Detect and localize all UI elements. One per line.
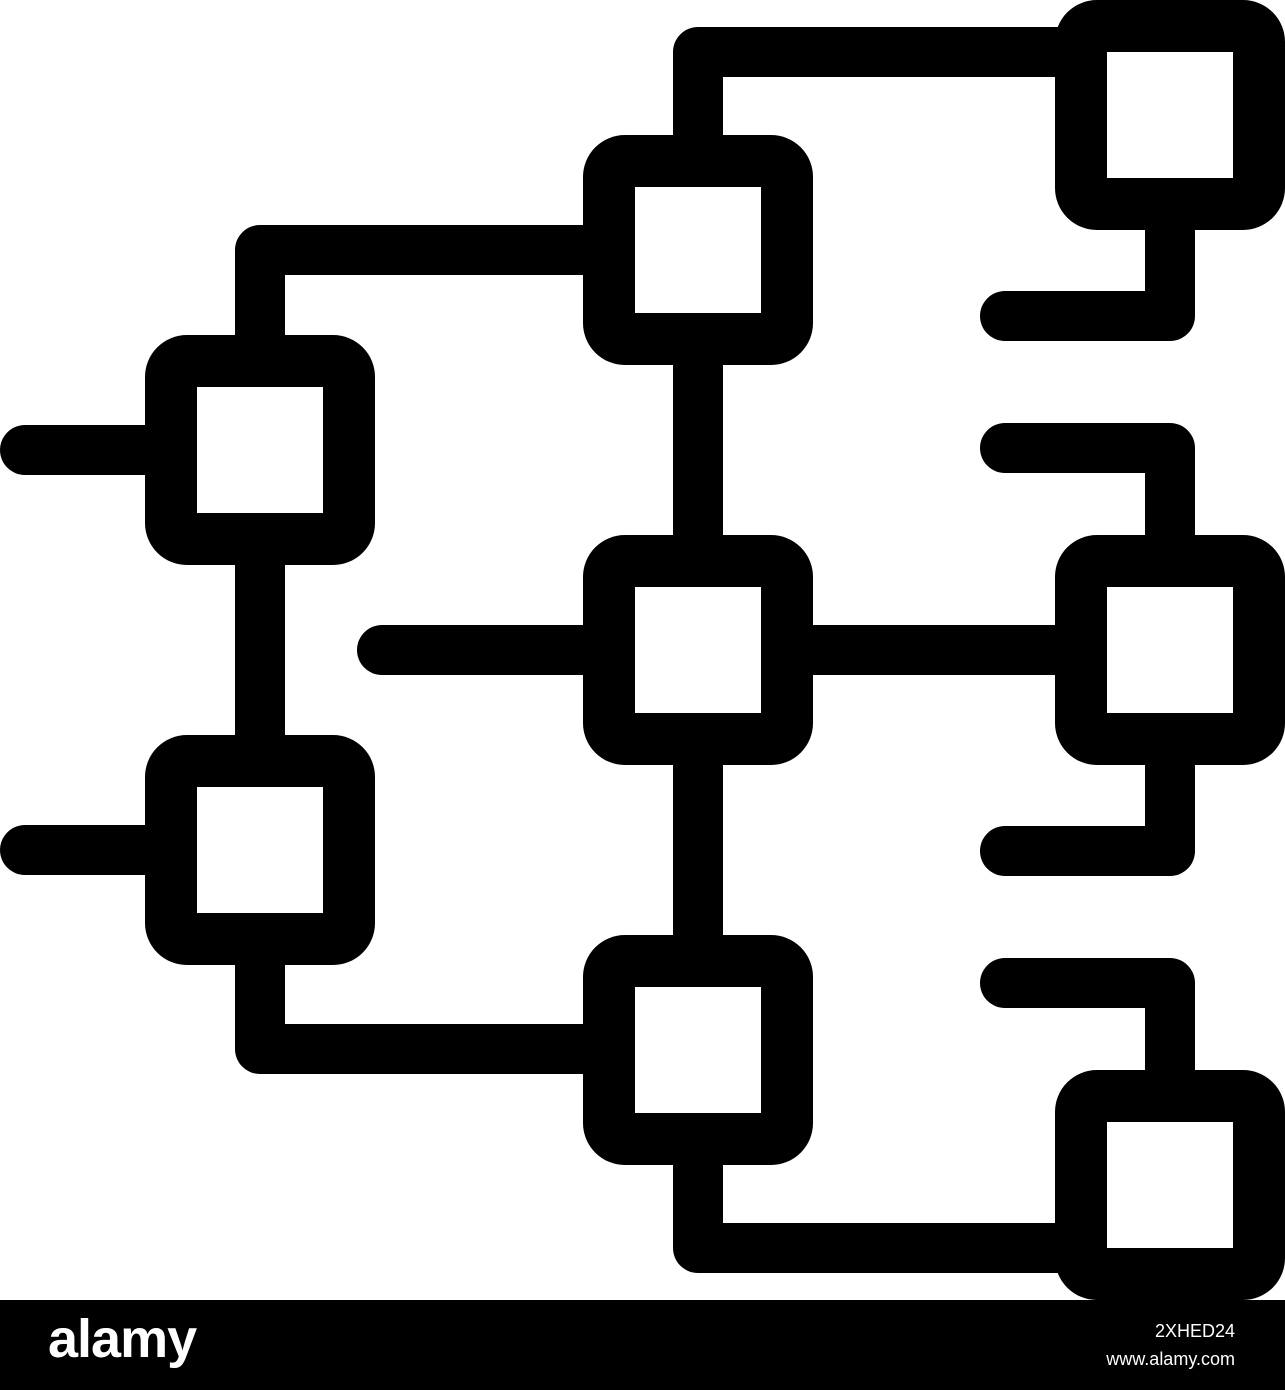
connector-mid-top-to-right-top [673,27,1106,186]
node-mid-top [583,135,813,365]
connector-right-top-output [980,179,1195,341]
node-left-top [145,335,375,565]
diagram-nodes [145,0,1285,1300]
connector-left-bottom-to-mid-bottom [235,914,634,1074]
node-mid-center [583,535,813,765]
connector-mid-bottom-to-right-bottom [673,1114,1106,1273]
connector-lines [0,27,1195,1273]
image-id-label: 2XHED24 [1154,1321,1235,1341]
brand-logo: alamy [48,1309,197,1369]
node-right-bottom [1055,1070,1285,1300]
source-url-label: www.alamy.com [1106,1349,1235,1369]
node-mid-bottom [583,935,813,1165]
connector-right-bottom-input [980,958,1195,1121]
node-right-top [1055,0,1285,230]
connector-right-center-output [980,714,1195,876]
connector-right-center-input [980,423,1195,586]
connector-left-top-to-mid-top [235,225,634,386]
bracket-hierarchy-diagram [0,0,1285,1300]
node-left-bottom [145,735,375,965]
node-right-center [1055,535,1285,765]
watermark-bar: alamy 2XHED24 www.alamy.com [0,1300,1285,1390]
